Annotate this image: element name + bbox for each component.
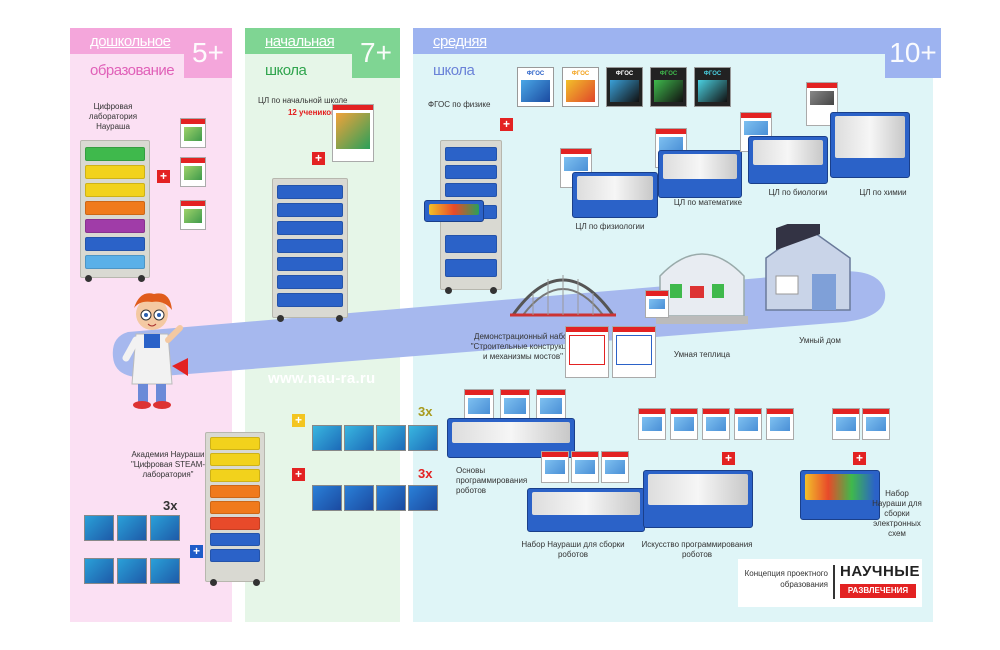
smart-home (765, 224, 851, 311)
plus-icon: + (500, 118, 513, 131)
robotics-art-book (702, 408, 730, 440)
physiology-lab-tray (572, 172, 658, 218)
bridge-manual (612, 326, 656, 378)
robot-kit-book (541, 451, 569, 483)
primary-cover (408, 485, 438, 511)
fgos-cover: ФГОС (694, 67, 731, 107)
fgos-cover: ФГОС (562, 67, 599, 107)
pulled-drawer (424, 200, 484, 222)
preschool-drawer-cabinet (80, 140, 150, 282)
robotics-basics-label: Основы программирования роботов (456, 466, 528, 495)
primary-cover (312, 425, 342, 451)
plus-icon: + (722, 452, 735, 465)
fgos-cover: ФГОС (650, 67, 687, 107)
preschool-subtitle: образование (90, 62, 175, 79)
math-lab-label: ЦЛ по математике (673, 198, 743, 207)
preschool-book (180, 118, 206, 148)
primary-lab-count: 12 учеников (287, 108, 337, 117)
mascot-character (122, 293, 183, 409)
plus-icon: + (190, 545, 203, 558)
preschool-age-badge: 5+ (184, 28, 232, 78)
math-lab-tray (658, 150, 742, 198)
bridge-manual (565, 326, 609, 378)
brand-subtitle: РАЗВЛЕЧЕНИЯ (840, 584, 916, 598)
preschool-cover (117, 515, 147, 541)
primary-age-badge: 7+ (352, 28, 400, 78)
biology-lab-label: ЦЛ по биологии (768, 188, 828, 197)
preschool-title: дошкольное (90, 33, 171, 50)
brand-logo: Концепция проектного образования НАУЧНЫЕ… (738, 559, 922, 607)
electronics-kit-tray (800, 470, 880, 520)
middle-title: средняя (433, 33, 487, 50)
robotics-book (500, 389, 530, 423)
primary-cover (344, 425, 374, 451)
fgos-cover: ФГОС (517, 67, 554, 107)
middle-top-multiplier: 3x (418, 404, 433, 419)
website-url[interactable]: www.nau-ra.ru (268, 370, 376, 387)
middle-subtitle: школа (433, 62, 475, 79)
robotics-art-book (734, 408, 762, 440)
greenhouse-manual (645, 290, 669, 318)
academy-drawer-cabinet (205, 432, 265, 586)
ai-robotics-tray (643, 470, 753, 528)
primary-cover (344, 485, 374, 511)
academy-label: Академия Наураши "Цифровая STEAM-лаборат… (130, 450, 206, 479)
arrow-marker-icon (172, 358, 188, 376)
middle-age-badge: 10+ (885, 28, 941, 78)
electronics-book (862, 408, 890, 440)
smart-home-label: Умный дом (799, 336, 841, 345)
preschool-cover (84, 515, 114, 541)
smart-greenhouse-label: Умная теплица (673, 350, 731, 359)
robotics-book (536, 389, 566, 423)
robotics-book (464, 389, 494, 423)
chemistry-lab-label: ЦЛ по химии (859, 188, 907, 197)
electronics-book (832, 408, 860, 440)
plus-icon: + (157, 170, 170, 183)
preschool-cover (150, 515, 180, 541)
fgos-physics-label: ФГОС по физике (428, 100, 491, 109)
preschool-book (180, 157, 206, 187)
biology-lab-tray (748, 136, 828, 184)
brand-name: НАУЧНЫЕ (840, 563, 920, 580)
digital-lab-label: Цифровая лаборатория Наураша (88, 102, 138, 131)
smart-greenhouse (656, 253, 748, 324)
preschool-cover (117, 558, 147, 584)
primary-cover (376, 425, 406, 451)
robot-kit-book (601, 451, 629, 483)
primary-lab-label: ЦЛ по начальной школе (258, 96, 348, 105)
chemistry-lab-tray (830, 112, 910, 178)
middle-bottom-multiplier: 3x (418, 466, 433, 481)
robot-kit-tray (527, 488, 645, 532)
preschool-book (180, 200, 206, 230)
demo-set-label: Демонстрационный набор "Строительные кон… (470, 332, 576, 361)
robot-kit-label: Набор Наураши для сборки роботов (521, 540, 625, 559)
ai-robotics-label: Искусство программирования роботов (641, 540, 753, 559)
robotics-art-book (670, 408, 698, 440)
fgos-cover: ФГОС (606, 67, 643, 107)
robot-kit-book (571, 451, 599, 483)
preschool-cover (84, 558, 114, 584)
plus-icon: + (292, 468, 305, 481)
primary-drawer-cabinet (272, 178, 348, 322)
primary-manual (332, 104, 374, 162)
plus-icon: + (312, 152, 325, 165)
preschool-cover (150, 558, 180, 584)
middle-header (413, 28, 893, 54)
primary-cover (376, 485, 406, 511)
plus-icon: + (853, 452, 866, 465)
concept-text: Концепция проектного образования (744, 569, 828, 589)
plus-icon: + (292, 414, 305, 427)
primary-cover (312, 485, 342, 511)
preschool-multiplier: 3x (163, 498, 178, 513)
robotics-art-book (766, 408, 794, 440)
physiology-lab-label: ЦЛ по физиологии (575, 222, 645, 231)
middle-drawer-cabinet (440, 140, 502, 294)
robotics-art-book (638, 408, 666, 440)
bridge-model (510, 275, 616, 317)
primary-subtitle: школа (265, 62, 307, 79)
primary-title: начальная (265, 33, 335, 50)
electronics-kit-label: Набор Наураши для сборки электронных схе… (872, 489, 922, 538)
primary-cover (408, 425, 438, 451)
